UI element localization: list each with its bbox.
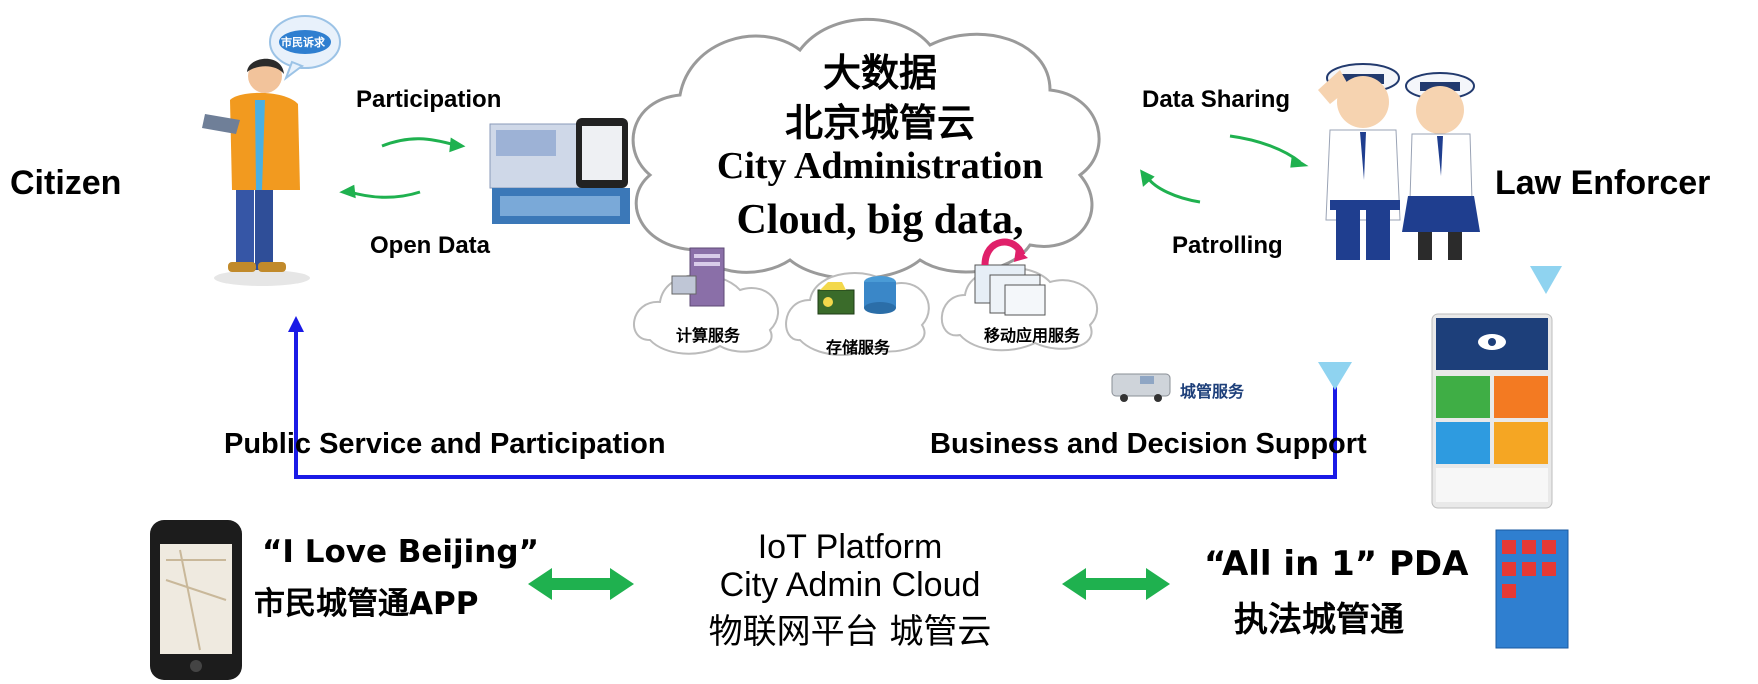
data-sharing-label: Data Sharing (1142, 86, 1291, 113)
citizen-label: Citizen (10, 164, 122, 202)
storage-icon (817, 276, 896, 315)
service-storage-label: 存储服务 (826, 338, 891, 357)
cloud-title-city-admin: City Administration (716, 145, 1044, 187)
public-service-label: Public Service and Participation (224, 428, 666, 460)
bidirectional-arrow-left (528, 568, 634, 600)
citizen-figure (202, 58, 310, 286)
pda-name-line1: “All in 1” PDA (1204, 544, 1469, 584)
van-icon (1111, 373, 1171, 402)
small-phone-icon (576, 118, 628, 188)
marker-triangle-mid (1318, 362, 1352, 390)
van-service-text: 城管服务 (1180, 382, 1245, 401)
iot-platform-line1: IoT Platform (757, 528, 943, 566)
cloud-title-cloud-big-data: Cloud, big data, (736, 197, 1024, 243)
server-icon (671, 247, 725, 307)
data-sharing-arrow (1229, 134, 1309, 168)
law-enforcer-label: Law Enforcer (1495, 164, 1711, 202)
bidirectional-arrow-right (1062, 568, 1170, 600)
patrolling-label: Patrolling (1172, 232, 1283, 259)
participation-label: Participation (356, 86, 502, 113)
patrolling-arrow (1140, 169, 1201, 204)
pda-name-line2: 执法城管通 (1234, 600, 1404, 640)
business-support-label: Business and Decision Support (930, 428, 1367, 460)
cloud-title-beijing: 北京城管云 (784, 101, 975, 145)
iot-platform-line2: City Admin Cloud (719, 566, 981, 604)
pda-phone (1431, 313, 1553, 509)
iot-platform-line3: 物联网平台 城管云 (708, 612, 992, 652)
pda-screen-thumbnail (1495, 529, 1569, 649)
citizen-app-phone (150, 520, 242, 680)
service-loop-line (288, 316, 1337, 479)
participation-arrow (381, 137, 466, 153)
marker-triangle-top (1530, 266, 1562, 294)
cloud-shape (631, 17, 1101, 281)
cloud-title-big-data: 大数据 (822, 51, 937, 95)
speech-bubble-icon (269, 15, 341, 81)
service-compute-label: 计算服务 (676, 326, 741, 345)
service-cloud-compute (633, 273, 780, 355)
portal-screenshot (489, 123, 630, 224)
service-mobile-label: 移动应用服务 (984, 326, 1081, 345)
app-name-line2: 市民城管通APP (254, 586, 479, 622)
law-enforcer-figures (1318, 63, 1480, 260)
open-data-arrow (339, 184, 421, 199)
app-name-line1: “I Love Beijing” (262, 534, 539, 570)
open-data-label: Open Data (370, 232, 491, 259)
mobile-app-icon (974, 238, 1046, 316)
speech-bubble-text: 市民诉求 (281, 36, 325, 49)
